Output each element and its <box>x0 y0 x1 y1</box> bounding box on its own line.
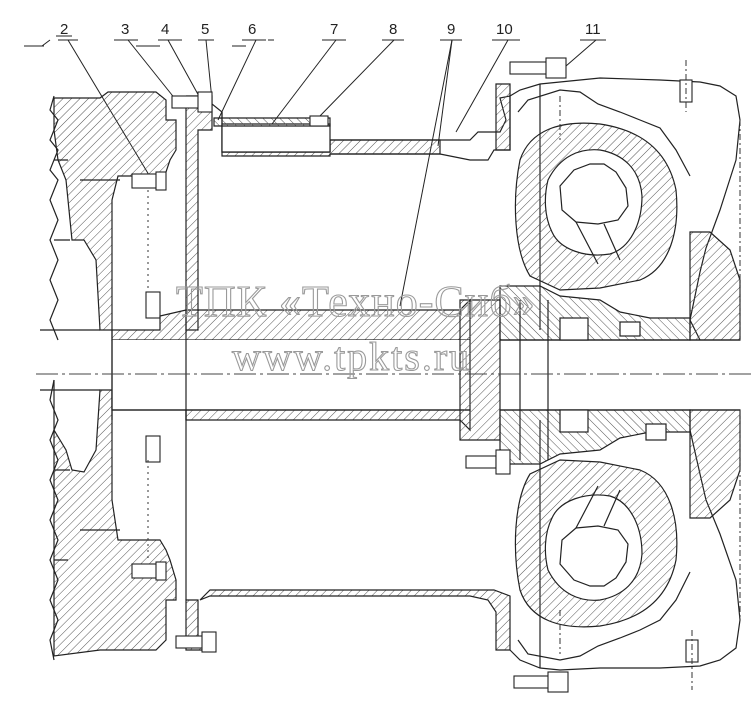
watermark-website: www.tpkts.ru <box>232 334 471 379</box>
callout-label: 4 <box>161 21 169 38</box>
hidden-lines <box>559 60 741 690</box>
callout-label: 6 <box>248 21 256 38</box>
coupling-torus-upper <box>514 122 678 291</box>
callout-label: 5 <box>201 21 209 38</box>
watermark: ТПК «Техно-Сиб» www.tpkts.ru <box>175 276 536 379</box>
callout-label: 3 <box>121 21 129 38</box>
callout-label: 2 <box>60 21 68 38</box>
coupling-torus-lower <box>514 459 678 628</box>
callout-label: 10 <box>496 21 513 38</box>
callout-label: 8 <box>389 21 397 38</box>
callout-labels: 2 3 4 5 6 7 8 9 10 11 <box>60 21 601 38</box>
callout-label: 11 <box>585 21 601 38</box>
housing-bolts <box>131 171 167 581</box>
callout-label: 9 <box>447 21 455 38</box>
shaft <box>111 298 501 441</box>
engine-housing <box>40 91 177 661</box>
callout-label: 7 <box>330 21 338 38</box>
adapter-housing <box>185 83 511 651</box>
callout-group <box>24 35 606 307</box>
coupling-hub <box>499 231 741 519</box>
watermark-company: ТПК «Техно-Сиб» <box>176 277 536 326</box>
